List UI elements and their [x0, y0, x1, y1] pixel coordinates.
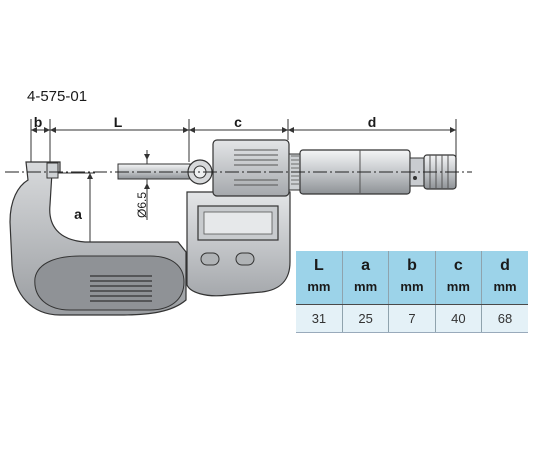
model-number: 4-575-01 [27, 88, 88, 105]
spec-value-row: 31 25 7 40 68 [296, 304, 528, 333]
sleeve-grip-lines [234, 149, 278, 186]
spec-col-d: d mm [481, 251, 528, 305]
col-symbol: b [407, 257, 417, 274]
control-buttons [200, 252, 255, 266]
dim-label-a: a [74, 206, 82, 222]
dim-label-b: b [34, 114, 43, 130]
spec-value-b: 7 [388, 304, 436, 333]
insulator-grip-lines [90, 275, 152, 302]
dim-label-d: d [368, 114, 377, 130]
ratchet-pin [413, 176, 417, 180]
dim-label-L: L [114, 114, 123, 130]
dim-label-c: c [234, 114, 242, 130]
col-unit: mm [446, 279, 470, 294]
spec-value-d: 68 [481, 304, 528, 333]
col-symbol: L [314, 257, 324, 274]
spec-col-a: a mm [342, 251, 390, 305]
spec-col-c: c mm [435, 251, 483, 305]
col-symbol: a [361, 257, 371, 274]
col-unit: mm [307, 279, 331, 294]
insulator-pad [34, 255, 185, 311]
spec-col-b: b mm [388, 251, 436, 305]
button-right-icon [235, 252, 255, 266]
col-unit: mm [354, 279, 378, 294]
dim-label-diameter: Ø6.5 [135, 192, 149, 218]
col-symbol: d [500, 257, 510, 274]
thimble-knurl [291, 155, 299, 185]
lcd-inner [203, 211, 273, 235]
sleeve-housing [212, 139, 290, 197]
spec-value-L: 31 [296, 304, 343, 333]
anvil [46, 162, 59, 179]
button-left-icon [200, 252, 220, 266]
col-unit: mm [493, 279, 517, 294]
spec-value-a: 25 [342, 304, 390, 333]
spec-value-c: 40 [435, 304, 483, 333]
col-unit: mm [400, 279, 424, 294]
col-symbol: c [453, 257, 463, 274]
